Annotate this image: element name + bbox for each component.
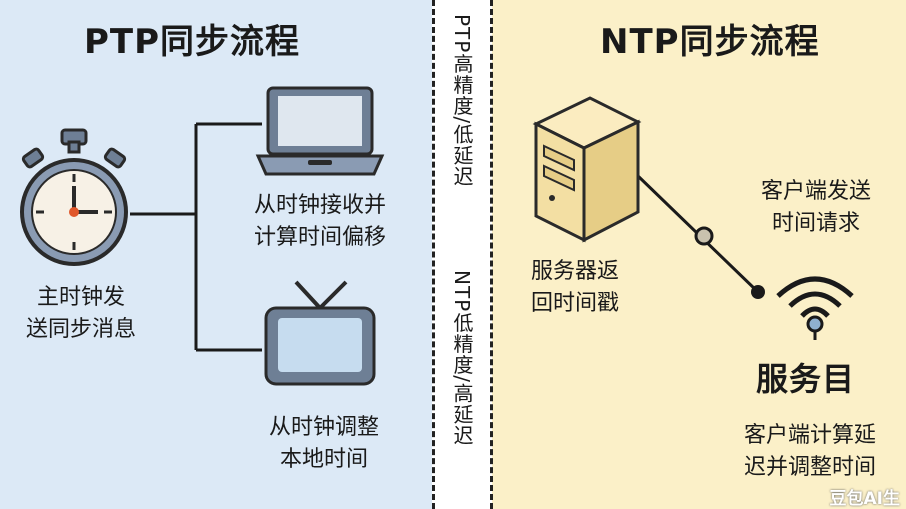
wifi-icon <box>776 276 854 340</box>
left-divider <box>432 0 435 509</box>
server-label: 服务器返 回时间戳 <box>530 259 619 316</box>
service-label: 服务目 <box>756 360 856 398</box>
client-request-label: 客户端发送 时间请求 <box>760 179 871 236</box>
laptop-icon <box>255 86 385 176</box>
ntp-connector-line <box>636 174 765 299</box>
ntp-panel <box>492 0 906 509</box>
laptop-label: 从时钟接收并 计算时间偏移 <box>253 193 386 250</box>
stopwatch-icon <box>20 128 128 266</box>
ptp-connector-lines <box>130 122 262 352</box>
ptp-note: PTP高精度/低延迟 <box>450 14 474 188</box>
middle-strip <box>432 0 492 509</box>
client-calc-label: 客户端计算延 迟并调整时间 <box>743 423 876 480</box>
right-divider <box>490 0 493 509</box>
ntp-note: NTP低精度/高延迟 <box>450 270 474 446</box>
monitor-icon <box>264 280 376 386</box>
server-icon <box>532 96 642 243</box>
monitor-label: 从时钟调整 本地时间 <box>268 415 379 472</box>
master-clock-label: 主时钟发 送同步消息 <box>25 285 136 342</box>
watermark: 豆包AI生 <box>829 489 900 509</box>
ntp-title: NTP同步流程 <box>600 22 820 62</box>
ptp-title: PTP同步流程 <box>84 22 301 62</box>
